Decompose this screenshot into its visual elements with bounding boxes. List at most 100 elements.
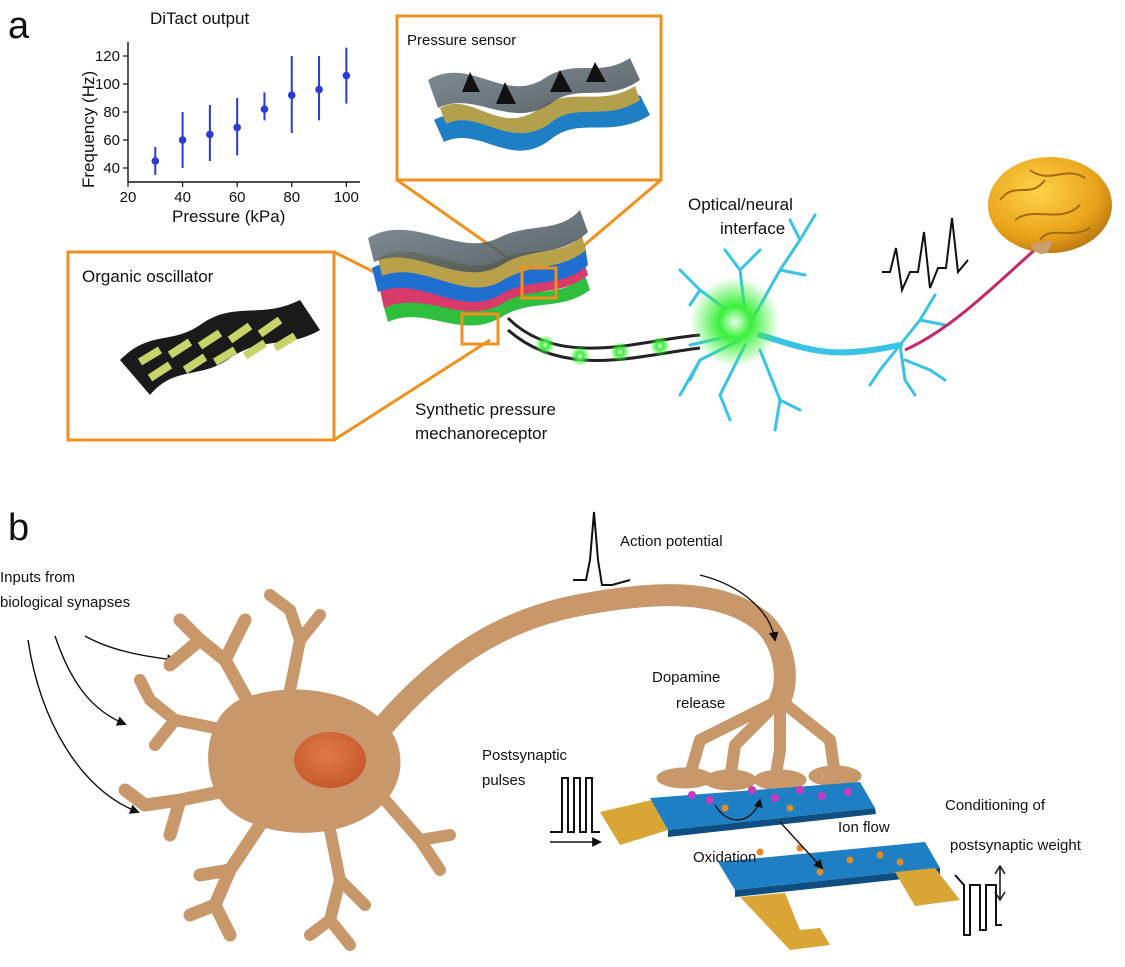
mechanoreceptor-label-line1: Synthetic pressure — [415, 400, 556, 419]
mechanoreceptor-device — [368, 210, 590, 346]
neuron-terminal-icon — [868, 293, 947, 397]
ions — [721, 804, 904, 876]
panel-b-letter: b — [8, 507, 29, 549]
panel-a-letter: a — [8, 5, 30, 47]
postsynaptic-pulses-icon — [550, 777, 600, 833]
sensor-gold-layer-icon — [440, 86, 640, 134]
ion-icon — [816, 868, 824, 876]
device-gold-layer-icon — [378, 236, 586, 288]
lower-gold-electrode-left — [740, 893, 830, 950]
postsynaptic-label-line1: Postsynaptic — [482, 747, 568, 764]
organic-oscillator-inset: Organic oscillator — [66, 250, 336, 442]
conditioning-label-line2: postsynaptic weight — [950, 837, 1082, 854]
interface-neuron — [678, 213, 947, 432]
synaptic-transistor — [600, 782, 960, 950]
chart-x-tick-label: 40 — [174, 189, 191, 206]
ion-icon — [721, 804, 729, 812]
chart-title: DiTact output — [150, 9, 249, 28]
oscillator-callout-line-2 — [333, 338, 491, 442]
chart-ylabel: Frequency (Hz) — [79, 71, 98, 188]
device-blue-layer-icon — [372, 245, 588, 302]
chart-y-tick-label: 60 — [103, 132, 120, 149]
lower-blue-channel-edge — [735, 868, 940, 897]
chart-xlabel: Pressure (kPa) — [172, 207, 285, 226]
chart-x-tick-label: 20 — [120, 189, 137, 206]
oxidation-label: Oxidation — [693, 849, 756, 866]
chart-marks — [151, 47, 351, 175]
interface-label-line1: Optical/neural — [688, 195, 793, 214]
dopamine-molecule-icon — [688, 791, 696, 799]
chart-data-point — [206, 130, 214, 139]
dopamine-molecule-icon — [844, 788, 852, 796]
postsynaptic-output-trace-icon — [954, 874, 1002, 936]
chart-data-point — [260, 105, 269, 113]
fiber-wire-outer — [506, 316, 701, 350]
device-top-layer-icon — [368, 210, 588, 273]
chart-x-tick-label: 60 — [229, 189, 246, 206]
dendrite-icon — [118, 783, 237, 842]
light-pulse-icon — [535, 335, 555, 355]
lower-blue-channel — [718, 842, 940, 890]
device-zoom-box-sensor — [520, 266, 558, 300]
chart-data-point — [342, 71, 351, 80]
axon-terminal-icon — [684, 694, 841, 786]
device-green-layer-icon — [382, 275, 590, 326]
neuron-nucleus — [294, 732, 366, 788]
inputs-label-line1: Inputs from — [0, 569, 75, 586]
lower-gold-electrode-right — [895, 868, 960, 906]
interface-label-line2: interface — [720, 219, 785, 238]
ion-icon — [876, 851, 884, 859]
dopamine-molecule-icon — [748, 786, 756, 794]
input-arrow-icon — [84, 635, 177, 664]
action-potential-label: Action potential — [620, 533, 723, 550]
pressure-sensor-label: Pressure sensor — [407, 32, 516, 49]
chart-data-point — [178, 136, 187, 144]
chart-y-tick-label: 120 — [95, 48, 120, 65]
conditioning-label-line1: Conditioning of — [945, 797, 1046, 814]
chart-data-point — [151, 157, 160, 165]
ion-icon — [756, 848, 764, 856]
chart-data-point — [287, 91, 296, 99]
pressure-sensor-inset: Pressure sensor — [395, 14, 663, 182]
upper-gold-electrode — [600, 800, 668, 845]
oxidation-arrow-icon — [714, 798, 763, 821]
chart-data-point — [315, 85, 323, 94]
action-potential-arrow-icon — [699, 574, 779, 642]
light-pulse-icon — [610, 342, 630, 362]
ion-flow-label: Ion flow — [838, 819, 890, 836]
postsynaptic-label-line2: pulses — [482, 772, 525, 789]
dendrite-icon — [304, 824, 371, 951]
light-pulse-icon — [570, 346, 590, 366]
sensor-top-layer-icon — [428, 58, 640, 114]
dendrite-icon — [163, 613, 257, 712]
dopamine-label-line1: Dopamine — [652, 669, 720, 686]
axon-icon — [369, 584, 796, 741]
chart-y-tick-label: 40 — [103, 160, 120, 177]
optical-fiber — [506, 316, 701, 366]
input-arrow-icon — [27, 639, 140, 814]
fiber-wire-inner — [507, 328, 701, 362]
synaptic-bouton-icon — [703, 769, 757, 791]
neuron-green-glow-icon — [690, 277, 780, 367]
dopamine-molecules — [688, 786, 852, 804]
light-pulse-icon — [650, 336, 670, 356]
upper-blue-channel-edge — [668, 808, 876, 837]
nerve-fiber — [904, 243, 1042, 352]
chart-x-tick-label: 80 — [283, 189, 300, 206]
dendrite-icon — [264, 589, 326, 696]
action-potential-trace-icon — [573, 511, 631, 586]
dendrite-icon — [183, 818, 267, 942]
device-zoom-box-oscillator — [460, 312, 500, 346]
chart-y-tick-label: 100 — [95, 76, 120, 93]
input-arrows — [27, 635, 177, 814]
oscillator-circuit-icon — [137, 316, 298, 382]
ion-icon — [896, 858, 904, 866]
dopamine-molecule-icon — [771, 794, 779, 802]
brain-icon — [988, 157, 1112, 255]
neural-spikes-icon — [882, 217, 969, 294]
dendrite-icon — [379, 794, 456, 876]
neuron-dendrite-icon — [678, 213, 817, 432]
neuron-axon-icon — [757, 332, 903, 356]
